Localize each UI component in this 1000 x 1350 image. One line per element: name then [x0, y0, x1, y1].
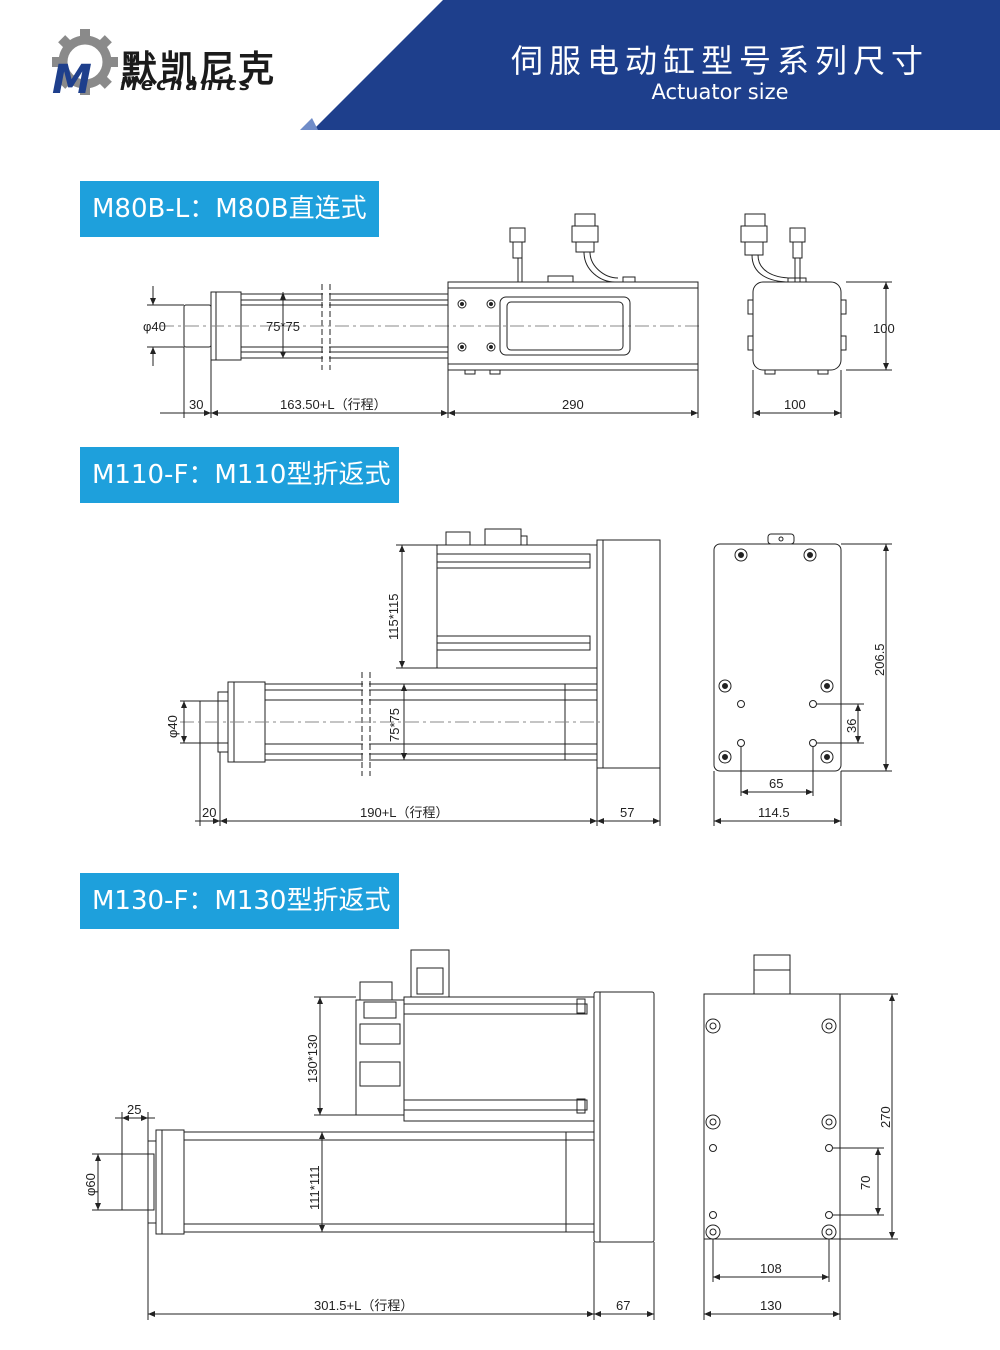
- m110-side-h: 206.5: [872, 643, 887, 676]
- m130-side-view: [703, 954, 898, 1320]
- page-header: M 默凯尼克 Mechanics 伺服电动缸型号系列尺寸 Actuator si…: [0, 0, 1000, 130]
- m130-square: 111*111: [307, 1165, 322, 1210]
- page-title: 伺服电动缸型号系列尺寸: [510, 42, 929, 80]
- header-banner: M: [0, 0, 1000, 130]
- m130-hole-v: 70: [858, 1176, 873, 1190]
- m130-end-len: 67: [616, 1298, 630, 1313]
- brand-name-cn: 默凯尼克: [121, 49, 278, 90]
- logo-letter: M: [52, 57, 92, 103]
- m110-hole-v: 36: [844, 719, 859, 733]
- m110-dia: φ40: [165, 715, 180, 738]
- m80b-side-w: 100: [784, 397, 806, 412]
- section-label-m110: M110-F：M110型折返式: [80, 447, 399, 503]
- section-label-m130: M130-F：M130型折返式: [80, 873, 399, 929]
- page-subtitle: Actuator size: [651, 80, 789, 104]
- section-label-m80b: M80B-L：M80B直连式: [80, 181, 379, 237]
- m130-dimensions: [92, 996, 655, 1320]
- m130-side-w: 130: [760, 1298, 782, 1313]
- m110-motor-sq: 115*115: [386, 593, 401, 640]
- m110-side-w: 114.5: [758, 805, 790, 820]
- m130-side-h: 270: [878, 1106, 893, 1128]
- gear-icon: [52, 29, 118, 95]
- m80b-tail-len: 290: [562, 397, 584, 412]
- m130-shaft-len: 25: [127, 1102, 141, 1117]
- m110-hole-h: 65: [769, 776, 783, 791]
- m130-dia: φ60: [83, 1173, 98, 1196]
- m110-body-len: 190+L（行程）: [360, 805, 449, 820]
- m80b-dimensions: [147, 286, 699, 418]
- m80b-body-len: 163.50+L（行程）: [280, 397, 387, 412]
- m110-side-view: [713, 533, 892, 826]
- m80b-dia: φ40: [143, 319, 166, 334]
- m130-front-view: [121, 949, 655, 1243]
- m130-body-len: 301.5+L（行程）: [314, 1298, 413, 1313]
- m130-motor-sq: 130*130: [305, 1035, 320, 1083]
- m110-dimensions: [180, 544, 661, 826]
- m80b-front-view: [160, 213, 700, 375]
- m130-hole-h: 108: [760, 1261, 782, 1276]
- m80b-square: 75*75: [266, 319, 300, 334]
- m110-end-len: 57: [620, 805, 634, 820]
- m80b-motor-len: 30: [189, 397, 203, 412]
- m110-square: 75*75: [387, 708, 402, 742]
- m80b-side-h: 100: [873, 321, 895, 336]
- m110-front-view: [180, 528, 661, 776]
- m110-front-len: 20: [202, 805, 216, 820]
- brand-name-en: Mechanics: [120, 74, 254, 95]
- m80b-side-view: [740, 213, 892, 418]
